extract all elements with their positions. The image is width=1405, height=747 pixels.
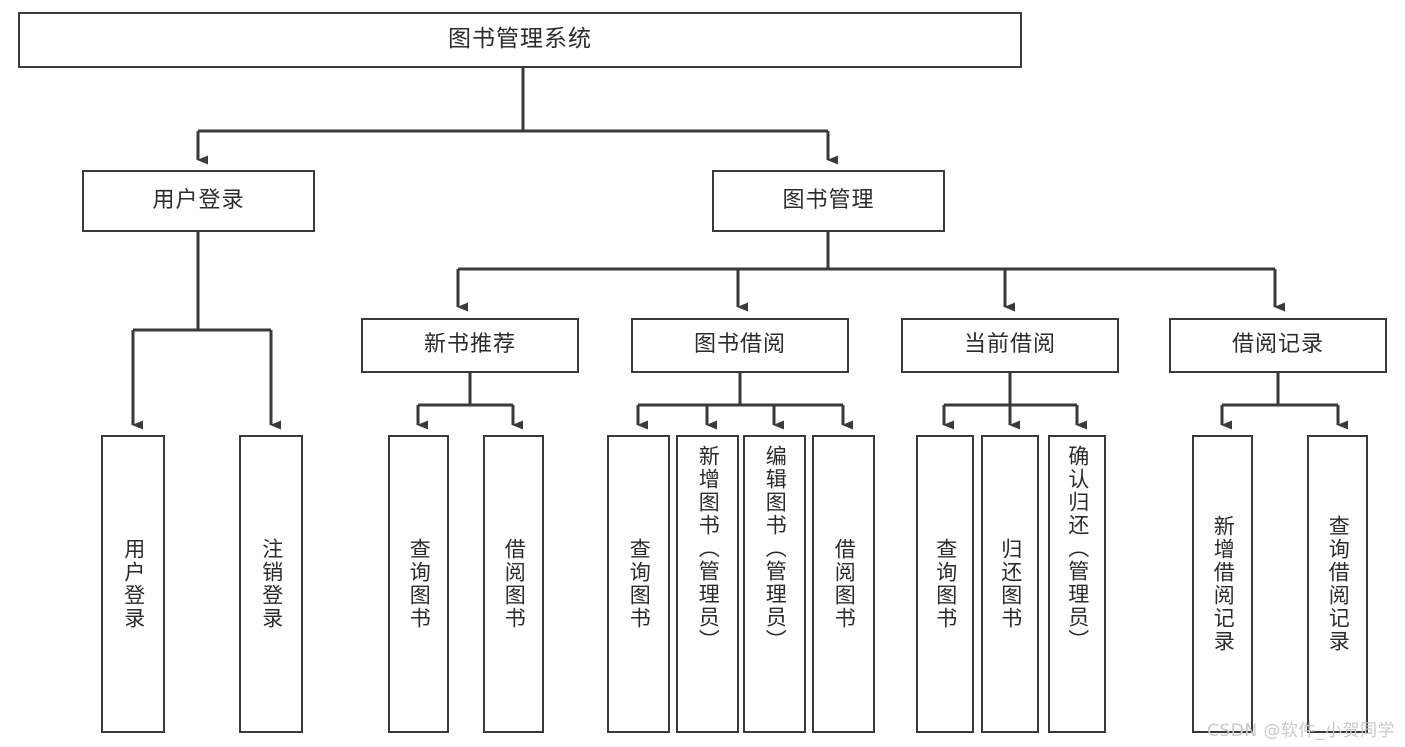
leaf-confirm-return-admin[interactable]: 确认归还（管理员） [1048, 435, 1106, 733]
leaf-logout[interactable]: 注销登录 [239, 435, 303, 733]
leaf-add-borrow-record[interactable]: 新增借阅记录 [1192, 435, 1253, 733]
node-borrow-record[interactable]: 借阅记录 [1169, 318, 1387, 373]
leaf-edit-book-admin[interactable]: 编辑图书（管理员） [743, 435, 806, 733]
node-root-system[interactable]: 图书管理系统 [18, 12, 1022, 68]
leaf-borrow-book-recommend[interactable]: 借阅图书 [483, 435, 544, 733]
node-book-borrow[interactable]: 图书借阅 [631, 318, 849, 373]
leaf-user-login[interactable]: 用户登录 [101, 435, 165, 733]
node-user-login[interactable]: 用户登录 [82, 170, 315, 232]
node-current-borrow[interactable]: 当前借阅 [901, 318, 1119, 373]
leaf-query-book-recommend[interactable]: 查询图书 [388, 435, 449, 733]
leaf-query-book-current[interactable]: 查询图书 [916, 435, 974, 733]
leaf-add-book-admin[interactable]: 新增图书（管理员） [676, 435, 739, 733]
watermark-text: CSDN @软件_小贺同学 [1207, 721, 1395, 741]
leaf-borrow-book[interactable]: 借阅图书 [812, 435, 875, 733]
leaf-return-book[interactable]: 归还图书 [981, 435, 1039, 733]
leaf-query-book-borrow[interactable]: 查询图书 [607, 435, 670, 733]
leaf-query-borrow-record[interactable]: 查询借阅记录 [1307, 435, 1368, 733]
node-book-manage[interactable]: 图书管理 [712, 170, 945, 232]
node-new-book-recommend[interactable]: 新书推荐 [361, 318, 579, 373]
